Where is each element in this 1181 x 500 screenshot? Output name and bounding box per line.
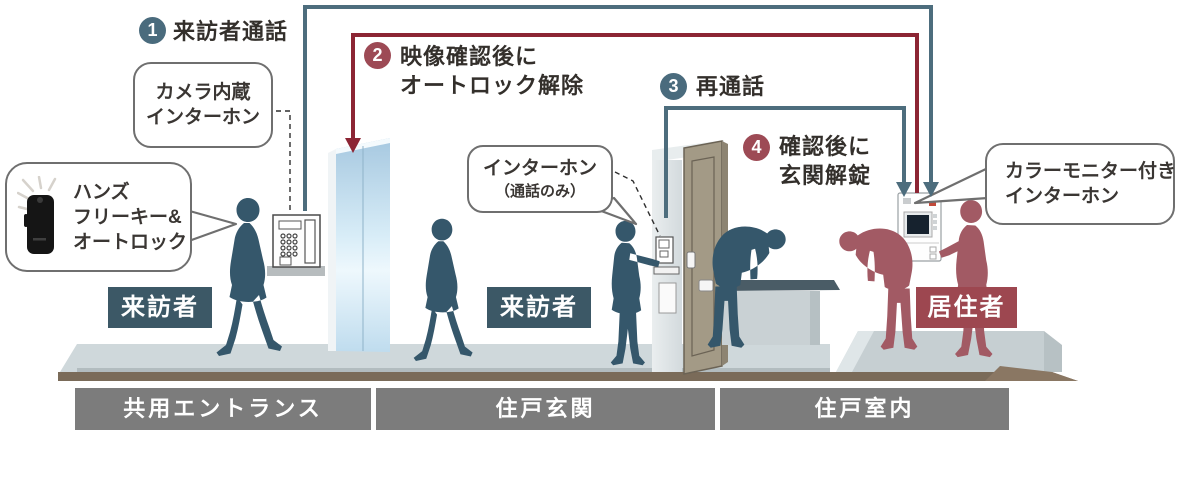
handsfree-bubble-line3: オートロック: [73, 231, 188, 253]
flow-line-step1: [303, 5, 933, 211]
handsfree-bubble-tail: [184, 208, 238, 244]
monitor-screen: [907, 215, 929, 234]
keypad-icon: [280, 233, 298, 257]
step-1-label: 来訪者通話: [173, 19, 289, 44]
resident-bowing: [839, 228, 918, 350]
monitor-intercom: [897, 192, 942, 262]
visitor-label-2: 来訪者: [487, 287, 591, 328]
flow-lines: [303, 5, 939, 218]
camera-bubble-line2: インターホン: [145, 107, 260, 128]
entrance-camera-intercom: [267, 214, 325, 276]
monitor-bubble-line2: インターホン: [1005, 186, 1120, 207]
step-4-line1: 確認後に: [779, 134, 872, 159]
step-3-badge: 3: [660, 73, 687, 100]
door-bubble-line2: （通話のみ）: [494, 183, 585, 200]
flow-line-step3: [664, 106, 906, 218]
visitor-pressing-intercom: [610, 220, 660, 366]
door-bubble-connector: [614, 171, 661, 237]
step-4-label: 確認後に 玄関解錠: [779, 132, 871, 190]
handsfree-key-bubble: ハンズ フリーキー& オートロック: [5, 162, 192, 272]
step-2-line2: オートロック解除: [400, 73, 585, 98]
zone-bar-unit-entrance: 住戸玄関: [376, 388, 715, 430]
monitor-intercom-bubble: カラーモニター付き インターホン: [985, 143, 1177, 225]
step-2-line1: 映像確認後に: [400, 44, 539, 69]
floor-base-strip: [58, 366, 1078, 381]
flow-line-step2: [351, 33, 919, 193]
visitor-bowing: [707, 226, 786, 348]
mail-slot: [653, 266, 680, 275]
visitor-walking-1: [216, 198, 282, 356]
zone-bar-unit-interior: 住戸室内: [720, 388, 1009, 430]
arrowhead-step3: [896, 182, 912, 197]
door-intercom-bubble: インターホン （通話のみ）: [467, 145, 613, 213]
camera-bubble-line1: カメラ内蔵: [155, 82, 251, 103]
dashed-connectors: [276, 110, 661, 237]
step-3-label: 再通話: [696, 74, 766, 99]
visitor-walking-2: [413, 218, 473, 361]
step-4-badge: 4: [743, 134, 770, 161]
step-4-line2: 玄関解錠: [779, 163, 872, 188]
visitor-label-1: 来訪者: [108, 287, 212, 328]
floor-interior-platform: [836, 331, 1062, 372]
step-2-badge: 2: [364, 42, 391, 69]
step-1-badge: 1: [139, 17, 166, 44]
resident-label: 居住者: [916, 287, 1017, 328]
handsfree-key-icon: [17, 176, 57, 254]
arrowhead-step2: [345, 138, 361, 153]
camera-bubble-connector: [276, 110, 291, 212]
arrowhead-step1: [923, 182, 939, 197]
door-bubble-line1: インターホン: [482, 158, 597, 179]
handsfree-bubble-line1: ハンズ: [73, 181, 130, 203]
step-2-label: 映像確認後に オートロック解除: [400, 42, 584, 100]
camera-intercom-bubble: カメラ内蔵 インターホン: [133, 62, 273, 148]
zone-bar-common-entrance: 共用エントランス: [75, 388, 371, 430]
autolock-glass-door: [328, 138, 390, 352]
handsfree-bubble-line2: フリーキー&: [73, 206, 182, 228]
monitor-bubble-line1: カラーモニター付き: [1005, 161, 1177, 182]
door-intercom-unit: [655, 236, 674, 264]
